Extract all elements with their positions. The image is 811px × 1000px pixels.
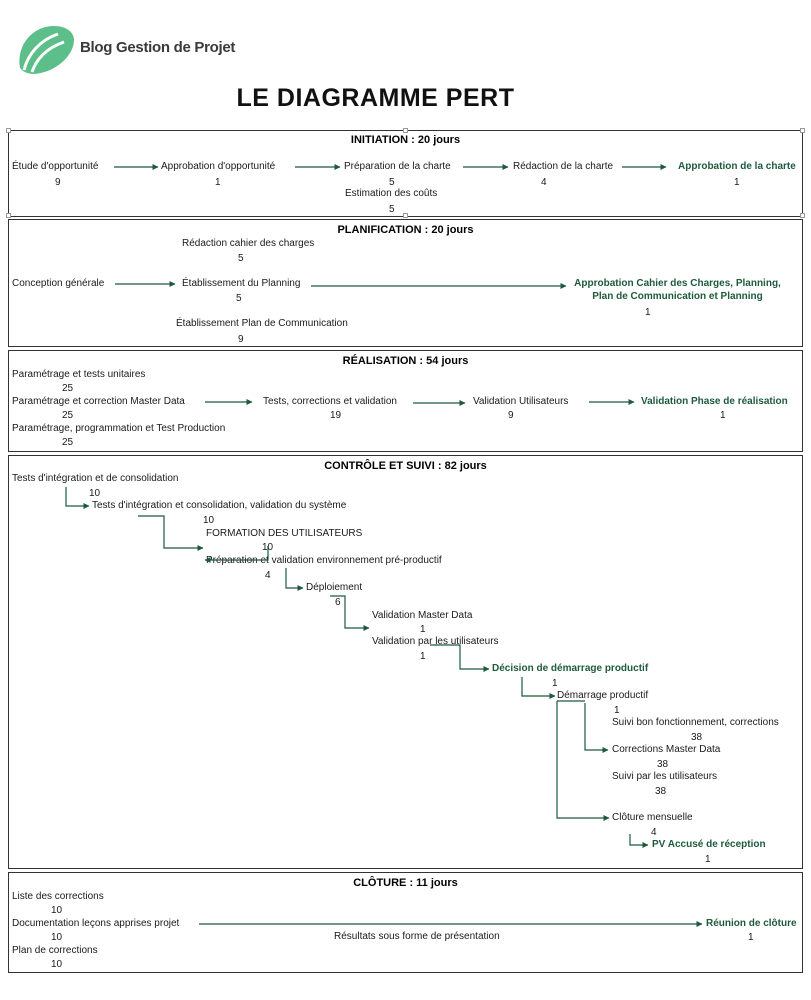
task-duration: 10	[51, 905, 63, 916]
task-duration: 25	[62, 410, 74, 421]
milestone-label: Approbation Cahier des Charges, Planning…	[574, 278, 781, 289]
phase-header: INITIATION : 20 jours	[350, 134, 461, 146]
phase-initiation: INITIATION : 20 jours	[8, 130, 803, 217]
task-duration: 25	[62, 437, 74, 448]
task-label: Tests d'intégration et consolidation, va…	[92, 500, 347, 511]
task-duration: 38	[657, 759, 669, 770]
task-label: FORMATION DES UTILISATEURS	[206, 528, 363, 539]
task-label: Résultats sous forme de présentation	[334, 931, 500, 942]
milestone-label: Plan de Communication et Planning	[592, 291, 763, 302]
task-duration: 5	[389, 204, 395, 215]
task-duration: 5	[389, 177, 395, 188]
task-label: Validation Utilisateurs	[473, 396, 569, 407]
task-duration: 5	[236, 293, 242, 304]
phase-header: CONTRÔLE ET SUIVI : 82 jours	[324, 460, 487, 472]
task-duration: 4	[541, 177, 547, 188]
task-label: Établissement Plan de Communication	[176, 318, 348, 329]
phase-planification: PLANIFICATION : 20 jours	[8, 219, 803, 347]
task-label: Suivi par les utilisateurs	[612, 771, 718, 782]
task-duration: 10	[51, 959, 63, 970]
task-duration: 10	[89, 488, 101, 499]
task-label: Clôture mensuelle	[612, 812, 693, 823]
task-duration: 5	[238, 253, 244, 264]
milestone-duration: 1	[552, 678, 558, 689]
task-duration: 1	[420, 624, 426, 635]
task-duration: 6	[335, 597, 341, 608]
task-label: Validation Master Data	[372, 610, 473, 621]
phase-header: RÉALISATION : 54 jours	[342, 355, 469, 367]
task-label: Rédaction de la charte	[513, 161, 614, 172]
milestone-duration: 1	[734, 177, 740, 188]
milestone-label: PV Accusé de réception	[652, 839, 766, 850]
brand-name: Blog Gestion de Projet	[80, 39, 236, 56]
phase-cloture: CLÔTURE : 11 jours	[8, 872, 803, 973]
milestone-label: Décision de démarrage productif	[492, 663, 649, 674]
task-duration: 19	[330, 410, 342, 421]
page-title: LE DIAGRAMME PERT	[236, 84, 515, 112]
task-label: Déploiement	[306, 582, 363, 593]
task-label: Approbation d'opportunité	[161, 161, 276, 172]
task-label: Établissement du Planning	[182, 278, 301, 289]
task-label: Corrections Master Data	[612, 744, 721, 755]
task-label: Préparation et validation environnement …	[206, 555, 442, 566]
task-duration: 9	[508, 410, 514, 421]
task-duration: 9	[55, 177, 61, 188]
task-label: Paramétrage et tests unitaires	[12, 369, 146, 380]
milestone-duration: 1	[705, 854, 711, 865]
task-label: Conception générale	[12, 278, 105, 289]
phase-realisation: RÉALISATION : 54 jours	[8, 350, 803, 452]
task-label: Estimation des coûts	[345, 188, 438, 199]
milestone-label: Approbation de la charte	[678, 161, 796, 172]
task-label: Étude d'opportunité	[12, 161, 99, 172]
task-duration: 4	[265, 570, 271, 581]
task-duration: 1	[420, 651, 426, 662]
task-duration: 10	[262, 542, 274, 553]
task-label: Validation par les utilisateurs	[372, 636, 499, 647]
phase-controle: CONTRÔLE ET SUIVI : 82 jours	[8, 455, 803, 869]
milestone-label: Validation Phase de réalisation	[641, 396, 788, 407]
task-duration: 4	[651, 827, 657, 838]
task-duration: 10	[51, 932, 63, 943]
task-duration: 9	[238, 334, 244, 345]
task-duration: 1	[614, 705, 620, 716]
phase-header: PLANIFICATION : 20 jours	[337, 224, 474, 236]
task-label: Paramétrage et correction Master Data	[12, 396, 185, 407]
milestone-duration: 1	[645, 307, 651, 318]
milestone-label: Réunion de clôture	[706, 918, 797, 929]
task-duration: 38	[691, 732, 703, 743]
task-label: Rédaction cahier des charges	[182, 238, 315, 249]
task-label: Documentation leçons apprises projet	[12, 918, 180, 929]
task-label: Suivi bon fonctionnement, corrections	[612, 717, 779, 728]
task-label: Préparation de la charte	[344, 161, 451, 172]
task-label: Tests d'intégration et de consolidation	[12, 473, 179, 484]
task-label: Liste des corrections	[12, 891, 104, 902]
task-duration: 1	[215, 177, 221, 188]
milestone-duration: 1	[748, 932, 754, 943]
task-duration: 38	[655, 786, 667, 797]
task-label: Plan de corrections	[12, 945, 98, 956]
phase-header: CLÔTURE : 11 jours	[353, 877, 458, 889]
task-duration: 10	[203, 515, 215, 526]
leaf-logo-icon	[19, 26, 74, 74]
task-duration: 25	[62, 383, 74, 394]
milestone-duration: 1	[720, 410, 726, 421]
task-label: Tests, corrections et validation	[263, 396, 397, 407]
task-label: Paramétrage, programmation et Test Produ…	[12, 423, 226, 434]
task-label: Démarrage productif	[557, 690, 649, 701]
